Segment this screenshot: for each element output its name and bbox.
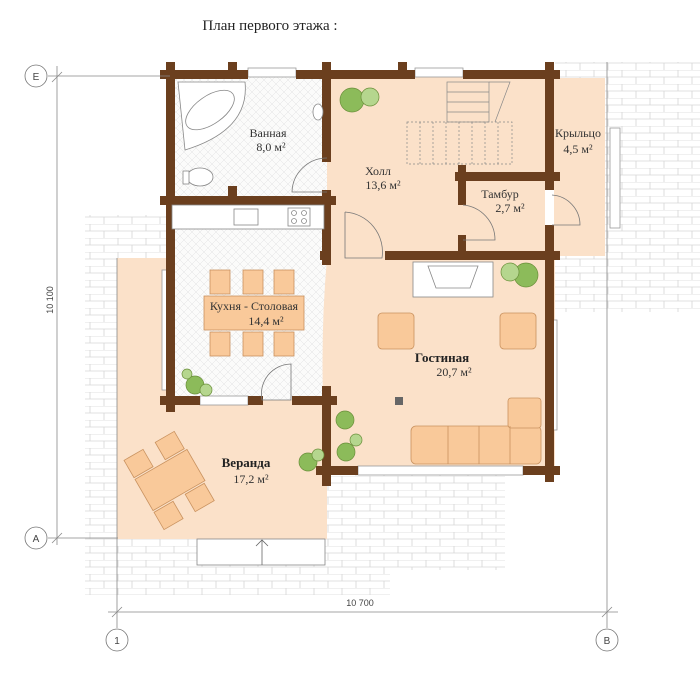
log-walls bbox=[160, 62, 560, 486]
room-area-living: 20,7 м² bbox=[436, 365, 472, 379]
plan-title: План первого этажа : bbox=[202, 18, 337, 34]
kitchen-fixtures bbox=[171, 204, 325, 230]
plant bbox=[311, 448, 325, 462]
room-area-tambour: 2,7 м² bbox=[495, 201, 525, 215]
tambour-door bbox=[462, 204, 496, 241]
hall-door bbox=[344, 211, 383, 259]
stove bbox=[287, 207, 311, 227]
living-floor bbox=[322, 258, 555, 470]
kitchen-sink bbox=[233, 208, 259, 226]
room-name-hall: Холл bbox=[365, 164, 391, 178]
plant bbox=[339, 87, 365, 113]
dining-set bbox=[203, 269, 305, 357]
plant bbox=[500, 262, 520, 282]
armchair bbox=[499, 312, 537, 350]
axis-marker-a bbox=[24, 526, 48, 550]
room-name-tambour: Тамбур bbox=[481, 187, 519, 201]
room-area-kitchen: 14,4 м² bbox=[248, 314, 284, 328]
veranda-steps bbox=[196, 538, 326, 566]
plant bbox=[336, 442, 356, 462]
toilet bbox=[186, 167, 214, 187]
room-labels: Ванная 8,0 м² Холл 13,6 м² Тамбур 2,7 м²… bbox=[210, 126, 601, 486]
dimension-lines bbox=[48, 62, 618, 628]
room-name-living: Гостиная bbox=[415, 350, 469, 365]
sink bbox=[312, 103, 324, 121]
plants bbox=[181, 87, 539, 472]
living-furniture bbox=[377, 261, 542, 465]
room-area-hall: 13,6 м² bbox=[365, 178, 401, 192]
veranda-furniture bbox=[123, 430, 215, 531]
bathroom-door bbox=[291, 157, 328, 193]
room-name-kitchen: Кухня - Столовая bbox=[210, 299, 299, 313]
plant bbox=[181, 368, 193, 380]
axis-marker-b bbox=[595, 628, 619, 652]
veranda-table bbox=[134, 448, 206, 512]
porch-door bbox=[551, 194, 581, 226]
plant bbox=[360, 87, 380, 107]
room-area-bathroom: 8,0 м² bbox=[256, 140, 286, 154]
bathroom-fixtures bbox=[177, 81, 324, 187]
doors bbox=[261, 157, 581, 401]
plant bbox=[349, 433, 363, 447]
axis-marker-1 bbox=[105, 628, 129, 652]
corner-sofa bbox=[410, 425, 542, 465]
plant bbox=[335, 410, 355, 430]
room-name-veranda: Веранда bbox=[222, 455, 271, 470]
room-area-veranda: 17,2 м² bbox=[233, 472, 269, 486]
staircase bbox=[406, 81, 513, 165]
room-name-bathroom: Ванная bbox=[249, 126, 287, 140]
svg-text:E: E bbox=[33, 72, 40, 83]
dimension-vertical: 10 100 bbox=[45, 286, 55, 314]
armchair bbox=[377, 312, 415, 350]
svg-text:1: 1 bbox=[114, 636, 120, 647]
kitchen-door bbox=[261, 363, 292, 401]
porch-floor bbox=[550, 78, 605, 256]
room-area-porch: 4,5 м² bbox=[563, 142, 593, 156]
svg-text:B: B bbox=[604, 636, 611, 647]
axis-marker-e bbox=[24, 64, 48, 88]
dining-table bbox=[203, 295, 305, 331]
axis-markers: E A 1 B bbox=[24, 64, 619, 652]
plant bbox=[199, 383, 213, 397]
room-name-porch: Крыльцо bbox=[555, 126, 601, 140]
svg-text:A: A bbox=[33, 534, 40, 545]
dimension-horizontal: 10 700 bbox=[346, 598, 374, 608]
